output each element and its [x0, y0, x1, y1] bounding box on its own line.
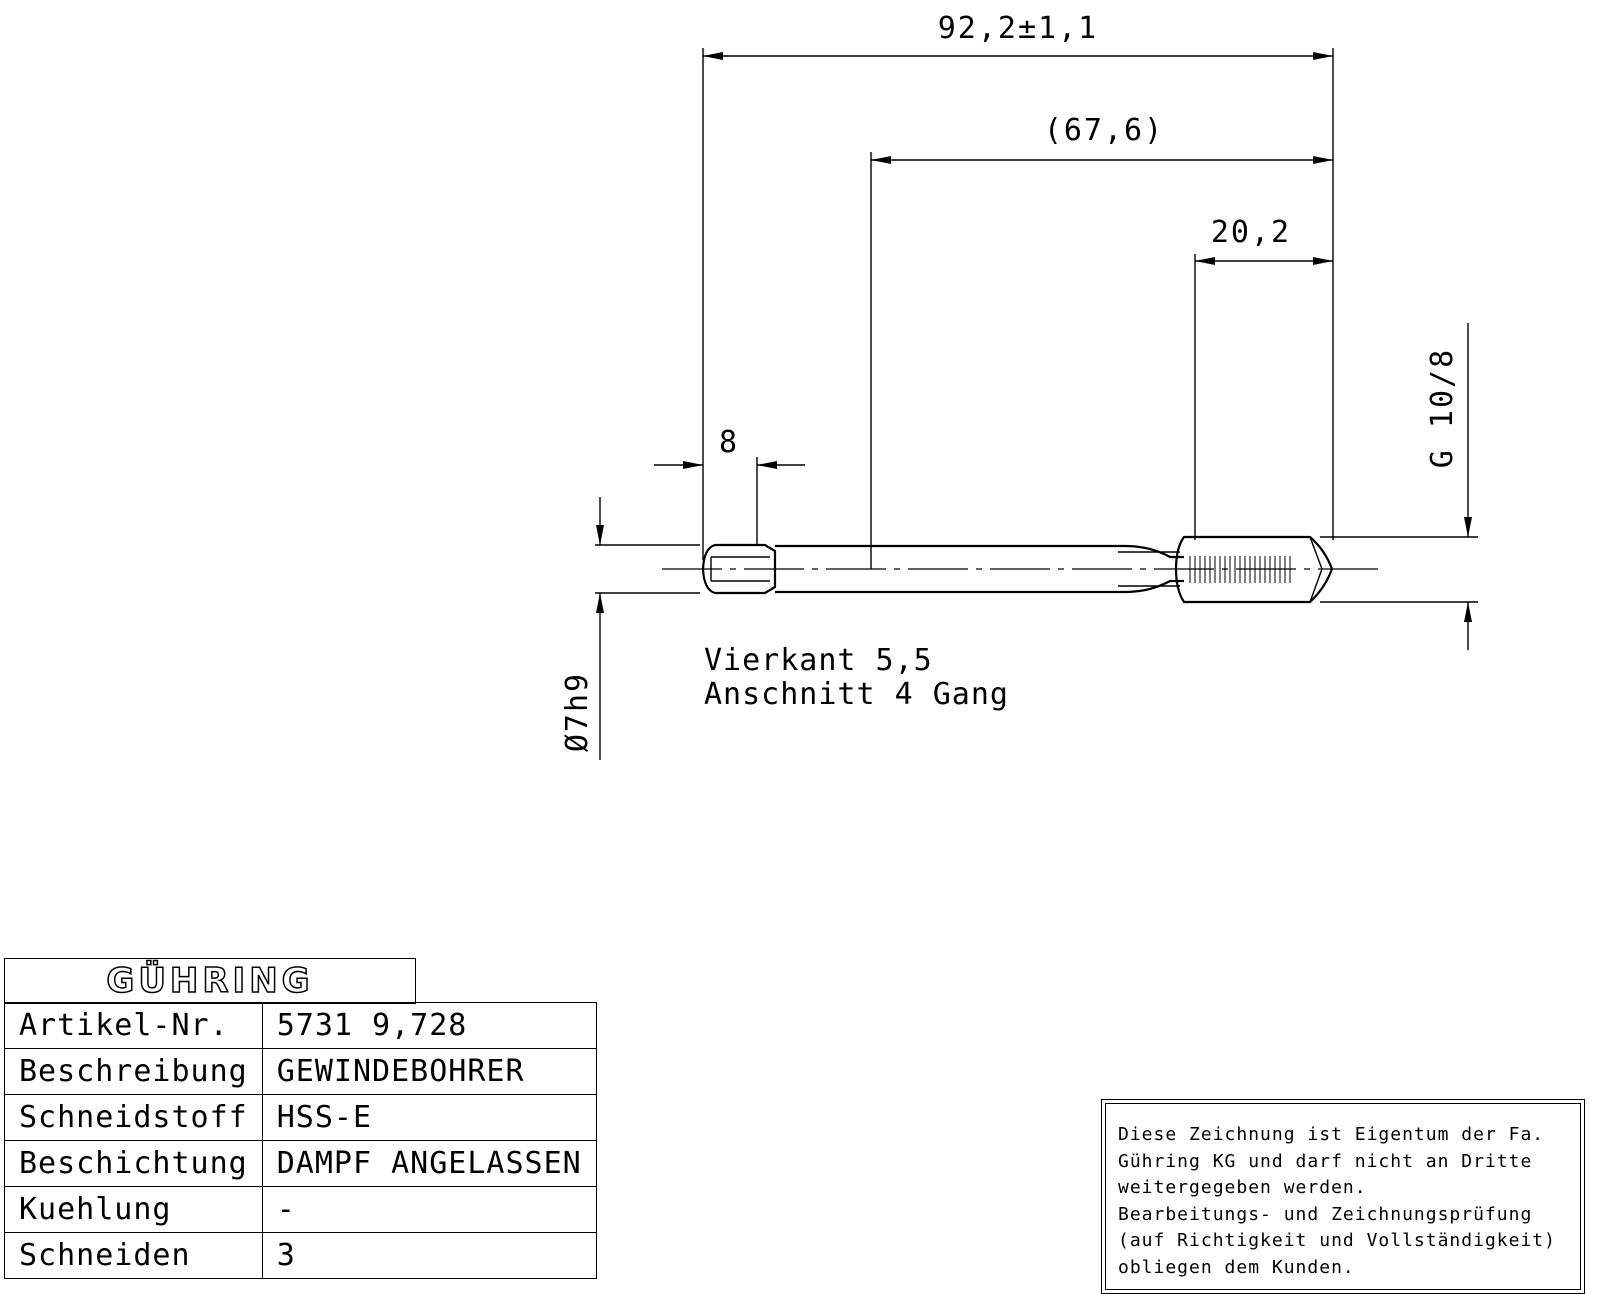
- value-beschichtung: DAMPF ANGELASSEN: [261, 1140, 597, 1187]
- notice-line: obliegen dem Kunden.: [1118, 1256, 1355, 1278]
- notice-inner-frame: Diese Zeichnung ist Eigentum der Fa. Güh…: [1105, 1103, 1581, 1290]
- value-schneidstoff: HSS-E: [261, 1094, 597, 1141]
- dimension-lines: [596, 52, 1472, 760]
- table-row: Beschreibung GEWINDEBOHRER: [4, 1048, 597, 1095]
- dim-square-length: 8: [719, 425, 739, 460]
- dim-shank-length: (67,6): [1044, 113, 1164, 148]
- note-anschnitt: Anschnitt 4 Gang: [704, 677, 1009, 712]
- label-schneiden: Schneiden: [4, 1232, 263, 1279]
- notice-line: Bearbeitungs- und Zeichnungsprüfung: [1118, 1203, 1533, 1225]
- dim-thread-length: 20,2: [1211, 215, 1291, 250]
- label-artikel-nr: Artikel-Nr.: [4, 1002, 263, 1049]
- notice-line: Diese Zeichnung ist Eigentum der Fa.: [1118, 1124, 1545, 1145]
- thread-pattern: [1189, 556, 1291, 583]
- info-table: Artikel-Nr. 5731 9,728 Beschreibung GEWI…: [4, 1002, 597, 1279]
- table-row: Schneiden 3: [4, 1232, 597, 1279]
- notice-line: Gühring KG und darf nicht an Dritte: [1118, 1150, 1533, 1172]
- table-row: Kuehlung -: [4, 1186, 597, 1233]
- notice-line: (auf Richtigkeit und Vollständigkeit): [1118, 1230, 1556, 1251]
- dim-shank-diameter: Ø7h9: [560, 672, 595, 752]
- value-schneiden: 3: [261, 1232, 597, 1279]
- label-beschichtung: Beschichtung: [4, 1140, 263, 1187]
- tap-outline: [701, 535, 1334, 604]
- note-vierkant: Vierkant 5,5: [704, 643, 933, 678]
- table-row: Beschichtung DAMPF ANGELASSEN: [4, 1140, 597, 1187]
- extension-lines: [595, 48, 1478, 603]
- value-artikel-nr: 5731 9,728: [261, 1002, 597, 1049]
- copyright-notice: Diese Zeichnung ist Eigentum der Fa. Güh…: [1101, 1099, 1585, 1294]
- notice-line: weitergegeben werden.: [1118, 1177, 1367, 1198]
- dim-thread-size: G 10/8: [1425, 348, 1460, 468]
- value-beschreibung: GEWINDEBOHRER: [261, 1048, 597, 1095]
- dim-overall-length: 92,2±1,1: [938, 11, 1099, 46]
- label-beschreibung: Beschreibung: [4, 1048, 263, 1095]
- label-schneidstoff: Schneidstoff: [4, 1094, 263, 1141]
- label-kuehlung: Kuehlung: [4, 1186, 263, 1233]
- guehring-logo: GÜHRING: [106, 961, 314, 1001]
- logo-cell: GÜHRING: [4, 958, 416, 1004]
- value-kuehlung: -: [261, 1186, 597, 1233]
- table-row: Artikel-Nr. 5731 9,728: [4, 1002, 597, 1049]
- table-row: Schneidstoff HSS-E: [4, 1094, 597, 1141]
